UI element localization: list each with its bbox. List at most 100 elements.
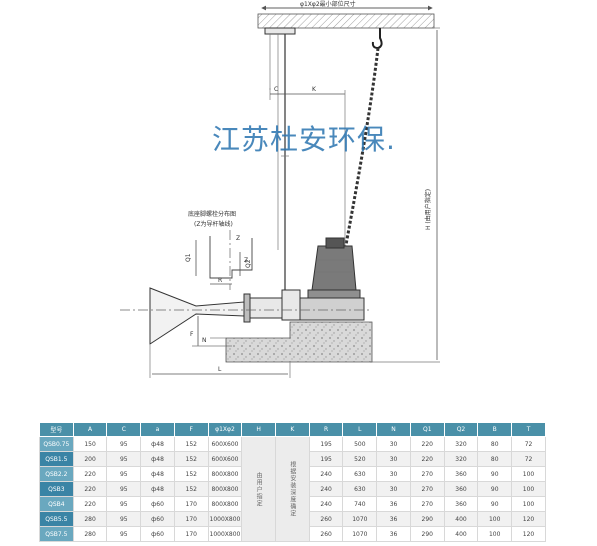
table-cell: 120 (511, 511, 546, 527)
dimension-f: F (190, 331, 194, 338)
table-cell: 240 (308, 466, 344, 482)
table-cell: 150 (72, 436, 108, 452)
table-cell: 95 (106, 436, 142, 452)
table-cell: 280 (72, 511, 108, 527)
table-cell: 152 (173, 481, 209, 497)
model-cell: QSB4 (39, 496, 74, 512)
motor-base-flange (307, 289, 361, 299)
table-cell: 260 (308, 526, 344, 542)
table-cell: 240 (308, 481, 344, 497)
bolt-z-lower: Z (244, 257, 248, 264)
table-cell: 220 (409, 436, 445, 452)
table-cell: 100 (511, 481, 546, 497)
table-cell: 1000X800 (207, 511, 243, 527)
table-cell: 100 (477, 526, 513, 542)
table-header-cell: Q1 (409, 422, 445, 437)
table-header-cell: a (140, 422, 175, 437)
lifting-chain (343, 47, 380, 251)
motor-housing (311, 245, 357, 291)
table-cell: 520 (342, 451, 378, 467)
company-watermark: 江苏杜安环保. (212, 123, 396, 156)
table-cell: 200 (72, 451, 108, 467)
table-cell: 30 (376, 436, 411, 452)
aerator-cone (149, 287, 245, 345)
table-cell: 170 (173, 511, 209, 527)
table-header-cell: L (342, 422, 378, 437)
table-cell: 260 (308, 511, 344, 527)
table-header-cell: K (275, 422, 310, 437)
table-cell: 95 (106, 451, 142, 467)
model-cell: QSB5.5 (39, 511, 74, 527)
table-header-cell: H (241, 422, 277, 437)
table-cell: 30 (376, 451, 411, 467)
table-cell: 740 (342, 496, 378, 512)
table-header-cell: Q2 (443, 422, 479, 437)
table-cell: 100 (511, 496, 546, 512)
model-cell: QSB7.5 (39, 526, 74, 542)
table-cell: 36 (376, 526, 411, 542)
dimension-l: L (218, 366, 222, 373)
table-cell: 320 (443, 451, 479, 467)
table-cell: 100 (511, 466, 546, 482)
table-cell: 360 (443, 466, 479, 482)
table-cell: 600X600 (207, 451, 243, 467)
table-cell: 290 (409, 511, 445, 527)
shaft-housing (247, 297, 283, 319)
concrete-foundation (225, 321, 373, 363)
table-cell: 800X800 (207, 466, 243, 482)
table-cell: 630 (342, 466, 378, 482)
bolt-layout-outline (209, 236, 253, 279)
table-cell: ф48 (140, 481, 175, 497)
table-cell: 100 (477, 511, 513, 527)
table-header-cell: T (511, 422, 546, 437)
table-cell: 1070 (342, 526, 378, 542)
model-cell: QSB3 (39, 481, 74, 497)
table-cell: 360 (443, 481, 479, 497)
table-cell: 400 (443, 526, 479, 542)
table-cell: 95 (106, 511, 142, 527)
model-cell: QSB0.75 (39, 436, 74, 452)
dimension-r: R (218, 277, 222, 284)
table-cell: 270 (409, 481, 445, 497)
table-cell: 630 (342, 481, 378, 497)
table-cell: 360 (443, 496, 479, 512)
table-header-cell: R (308, 422, 344, 437)
table-cell: 72 (511, 451, 546, 467)
table-cell: 90 (477, 466, 513, 482)
table-header-cell: φ1Xφ2 (207, 422, 243, 437)
table-cell: 280 (72, 526, 108, 542)
table-cell: 95 (106, 481, 142, 497)
table-cell: 1070 (342, 511, 378, 527)
table-header-cell: 型号 (39, 422, 74, 437)
table-cell: 80 (477, 436, 513, 452)
table-cell: 90 (477, 481, 513, 497)
table-cell: 152 (173, 451, 209, 467)
table-cell: 95 (106, 526, 142, 542)
table-cell: 80 (477, 451, 513, 467)
table-cell: 95 (106, 496, 142, 512)
table-cell: ф60 (140, 511, 175, 527)
flange-left (243, 293, 251, 323)
table-cell: 36 (376, 496, 411, 512)
dimension-q2: Q2 (245, 259, 252, 268)
lifting-hook (371, 28, 383, 50)
table-cell: 30 (376, 466, 411, 482)
motor-cap (325, 237, 345, 249)
table-cell: 220 (72, 496, 108, 512)
table-cell: 800X800 (207, 496, 243, 512)
table-cell: 270 (409, 466, 445, 482)
merged-h-cell: 由用户指定 (241, 436, 277, 542)
table-cell: 220 (72, 466, 108, 482)
table-cell: 500 (342, 436, 378, 452)
bolt-z-upper: Z (236, 235, 240, 242)
table-cell: 30 (376, 481, 411, 497)
motor-lower-body (299, 297, 365, 321)
table-cell: 152 (173, 436, 209, 452)
